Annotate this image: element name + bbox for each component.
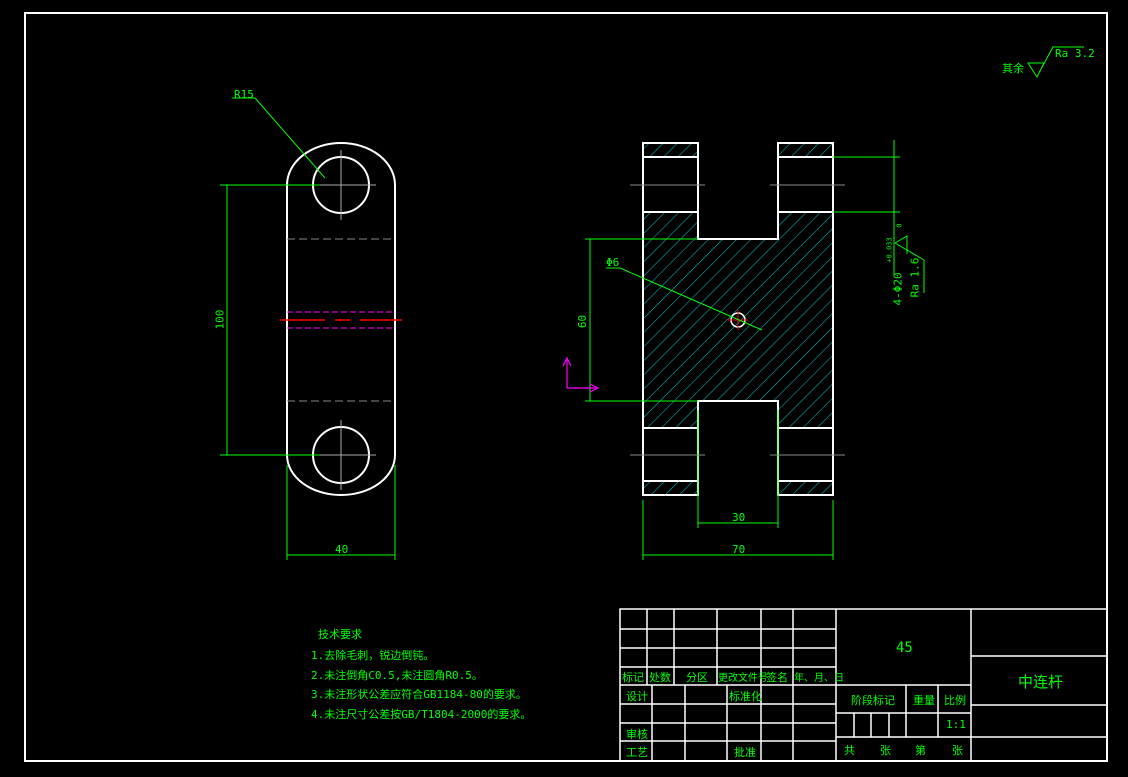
- bore-tol-lower: 0: [895, 223, 904, 228]
- label-sheets: 张: [880, 744, 891, 757]
- label-stage-mark: 阶段标记: [851, 694, 895, 707]
- ucs-icon: [562, 356, 600, 393]
- label-total: 共: [844, 744, 855, 757]
- label-process: 工艺: [626, 746, 648, 759]
- material: 45: [896, 640, 913, 656]
- requirement-item: 1.去除毛刺，锐边倒钝。: [311, 649, 435, 662]
- dim-60: 60: [576, 314, 590, 329]
- radius-label: R15: [234, 88, 254, 101]
- part-name: 中连杆: [1018, 673, 1064, 691]
- requirement-item: 2.未注倒角C0.5,未注圆角R0.5。: [311, 669, 483, 682]
- bore-label: 4-Φ20: [891, 272, 905, 306]
- bore-dimension: 4-Φ20 +0.033 0: [885, 223, 905, 306]
- header-zone: 分区: [686, 671, 708, 684]
- scale-value: 1:1: [946, 718, 966, 731]
- title-block-lines: [619, 608, 1108, 762]
- dim-100: 100: [213, 309, 227, 330]
- header-signature: 签名: [766, 671, 788, 684]
- label-approve: 批准: [734, 746, 756, 759]
- label-design: 设计: [626, 690, 648, 703]
- label-weight: 重量: [913, 694, 935, 707]
- label-sheet-no: 第: [915, 744, 926, 757]
- dim-40: 40: [335, 543, 349, 556]
- roughness-bore: Ra 1.6: [908, 257, 922, 298]
- header-mark: 标记: [622, 671, 644, 684]
- label-scale: 比例: [944, 694, 966, 707]
- requirement-item: 4.未注尺寸公差按GB/T1804-2000的要求。: [311, 708, 532, 721]
- dim-70: 70: [732, 543, 746, 556]
- label-standardize: 标准化: [729, 690, 762, 703]
- hole-label: Φ6: [606, 256, 620, 269]
- label-review: 审核: [626, 728, 648, 741]
- header-change-doc: 更改文件号: [718, 673, 768, 684]
- roughness-rest-prefix: 其余: [1002, 62, 1024, 75]
- dim-30: 30: [732, 511, 746, 524]
- roughness-rest: Ra 3.2: [1055, 47, 1095, 60]
- header-date: 年、月、日: [794, 673, 844, 684]
- label-sheet-unit: 张: [952, 744, 963, 757]
- drawing-border: [24, 12, 1108, 762]
- header-count: 处数: [649, 671, 671, 684]
- bore-tol-upper: +0.033: [885, 237, 894, 263]
- requirement-item: 3.未注形状公差应符合GB1184-80的要求。: [311, 688, 527, 701]
- requirements-title: 技术要求: [318, 628, 362, 641]
